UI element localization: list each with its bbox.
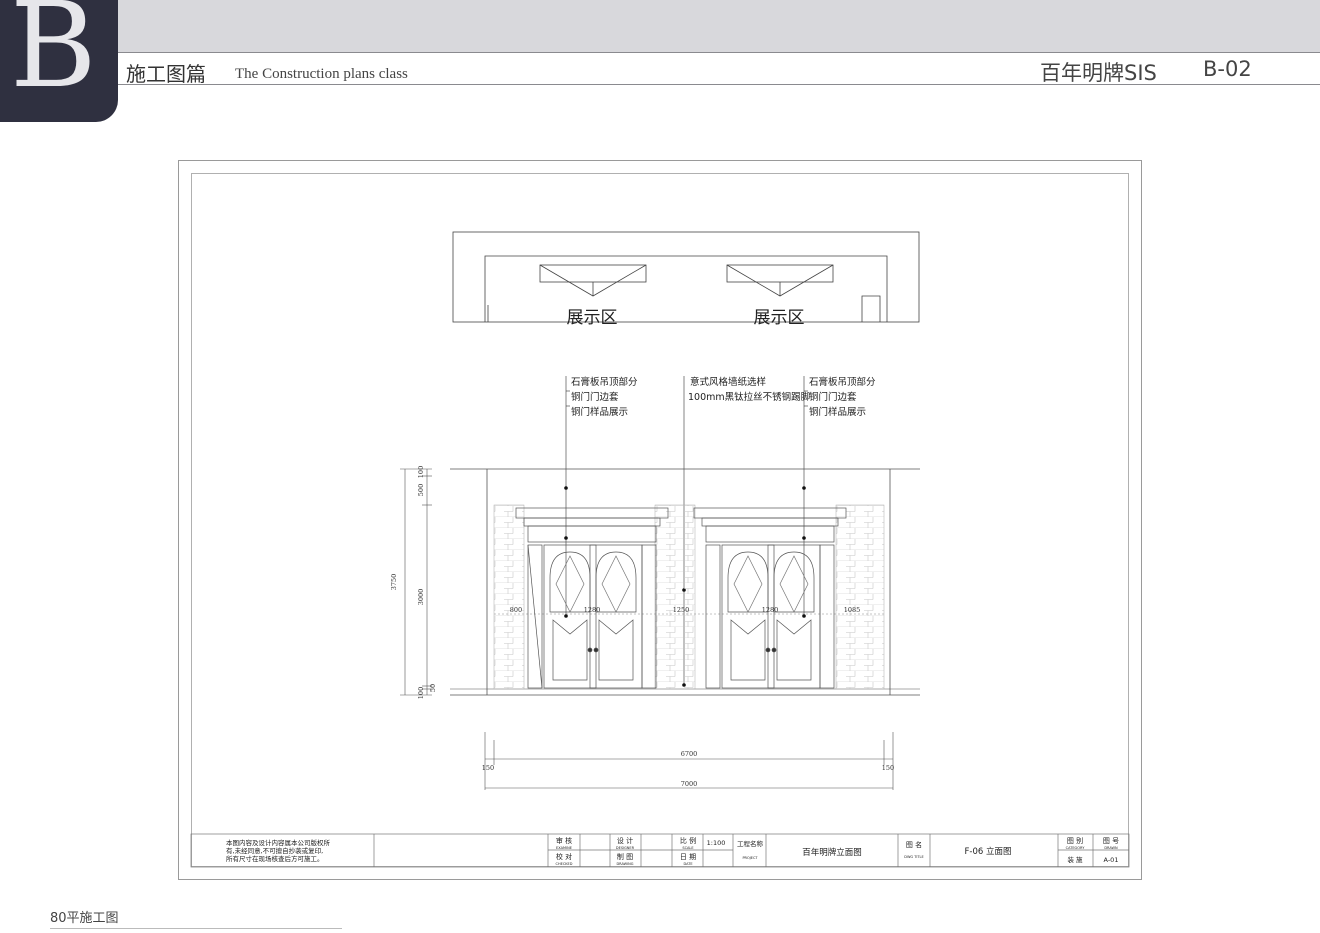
annotation-left-2: 铜门门边套 [571,391,619,403]
scale-label-en: SCALE [682,846,693,850]
title-block [190,833,1130,868]
vertical-dimension-lines [400,468,432,696]
annotation-middle-2: 100mm黑钛拉丝不锈钢踢脚 [688,391,810,403]
examine-label: 审 核 [556,836,572,845]
dim-1085: 1085 [844,606,861,614]
copyright-note-2: 有,未经同意,不可擅自抄袭或复印, [226,846,323,855]
designer-label: 设 计 [617,836,633,845]
dwg-title-label: 图 名 [906,840,922,849]
dim-1280-left: 1280 [584,606,601,614]
copper-door-left [515,507,669,689]
category-label-en: CATEGORY [1066,846,1086,850]
footer-label: 80平施工图 [50,911,119,926]
checked-label: 校 对 [556,852,572,861]
dim-1280-right: 1280 [762,606,779,614]
designer-label-en: DESIGNER [616,846,635,850]
drawing-no-value: A-01 [1104,856,1119,864]
copyright-note-3: 所有尺寸在现场核查后方可施工。 [226,854,324,863]
wall-elevation [450,468,920,696]
dim-bottom-100: 100 [417,687,425,699]
brand-title: 百年明牌SIS [1040,61,1157,85]
annotation-right-1: 石膏板吊顶部分 [809,376,876,388]
dim-3000: 3000 [417,589,425,606]
dim-total-height: 3750 [390,574,398,591]
annotation-left-1: 石膏板吊顶部分 [571,376,638,388]
project-name: 百年明牌立面图 [802,847,862,858]
project-label-en: PROJECT [742,856,758,860]
dim-500: 500 [417,484,425,496]
ceiling-plan [452,231,920,323]
section-letter: B [10,0,97,114]
dim-1250: 1250 [673,606,690,614]
examine-label-en: EXAMINE [556,846,572,850]
dwg-title-label-en: DWG TITLE [904,855,923,859]
section-title-en: The Construction plans class [235,66,408,82]
drawing-label-en: DRAWING [616,862,633,866]
drawing-no-label-en: DRAWN [1104,846,1118,850]
dim-150-left: 150 [482,764,494,772]
dim-800: 800 [510,606,522,614]
checked-label-en: CHECKED [556,862,573,866]
category-value: 装 施 [1067,855,1083,864]
annotation-right-2: 铜门门边套 [809,391,857,403]
footer-rule [50,928,342,929]
dim-top-100: 100 [417,466,425,478]
dim-7000: 7000 [681,780,698,788]
zone-label-left: 展示区 [567,308,618,328]
header-bottom-rule [118,84,1320,85]
dim-150-right: 150 [882,764,894,772]
dwg-title-value: F-06 立面图 [965,846,1012,857]
date-label: 日 期 [680,853,696,861]
annotation-right-3: 铜门样品展示 [809,406,866,418]
section-badge: B [0,0,118,122]
project-label: 工程名称 [737,839,764,848]
scale-value: 1:100 [707,839,726,847]
header-top-rule [118,52,1320,53]
zone-label-right: 展示区 [754,308,805,328]
annotation-left-3: 铜门样品展示 [571,406,628,418]
category-label: 图 别 [1067,836,1083,845]
copyright-note-1: 本图内容及设计内容属本公司版权所 [226,838,331,847]
drawing-sheet-outer-frame [178,160,1142,880]
drawing-no-label: 图 号 [1103,837,1119,845]
scale-label: 比 例 [680,836,696,845]
header-band [0,0,1320,52]
horizontal-dimension-lines [484,732,894,790]
drawing-label: 制 图 [617,852,633,861]
annotation-middle-1: 意式风格墙纸选样 [690,376,766,388]
page-code: B-02 [1203,57,1252,81]
drawing-sheet-inner-frame [191,173,1129,867]
dim-50: 50 [429,684,437,692]
date-label-en: DATE [683,862,692,866]
dim-6700: 6700 [681,750,698,758]
copper-door-right [693,507,847,689]
section-title-cn: 施工图篇 [126,62,206,86]
